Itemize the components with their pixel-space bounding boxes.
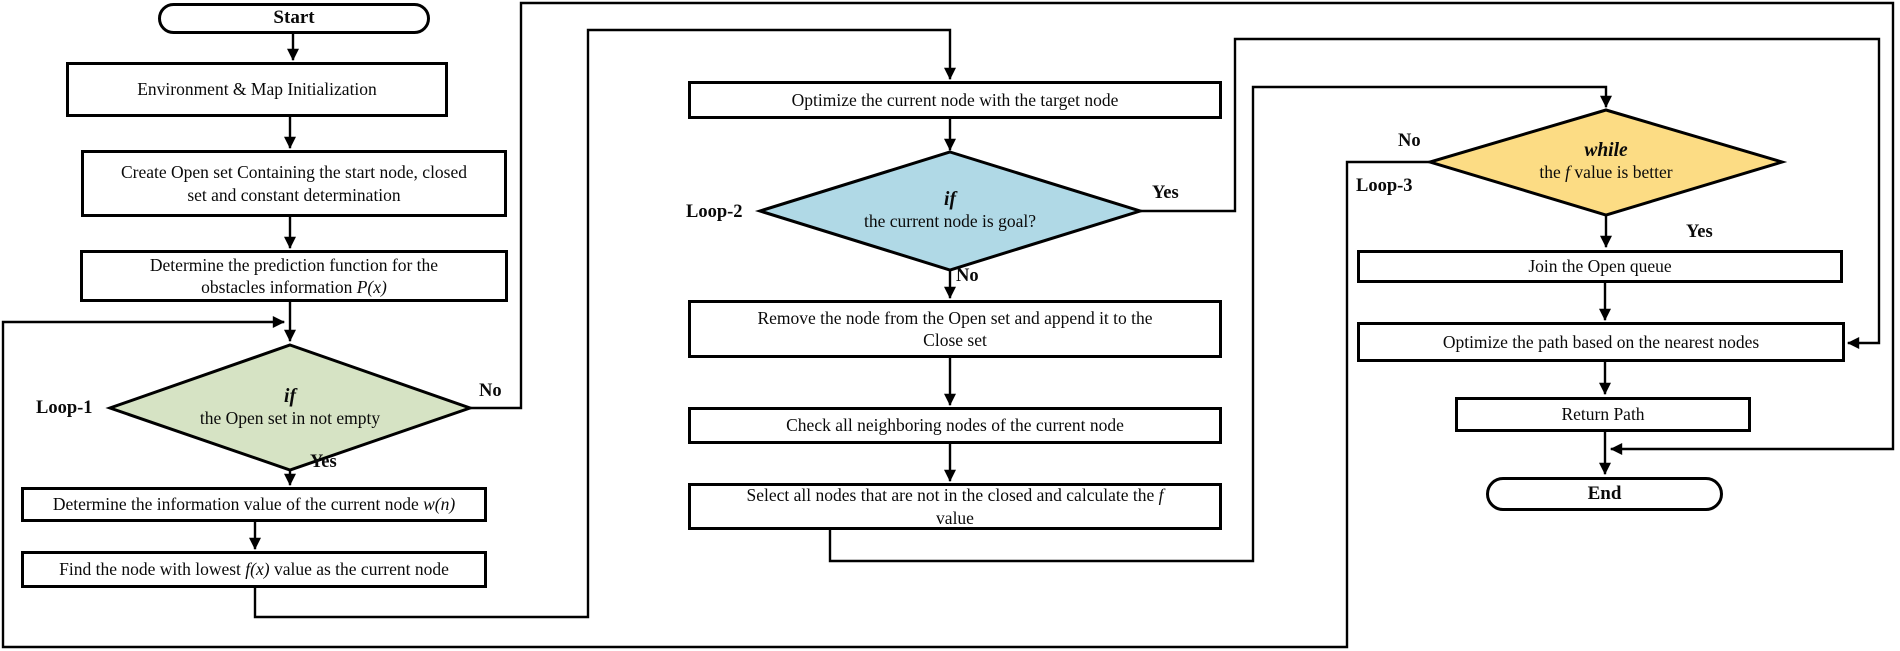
end-label: End [1587, 482, 1622, 504]
loop2-keyword: if [944, 188, 956, 210]
loop3-condition-before: the [1539, 162, 1566, 183]
optimize-current-node: Optimize the current node with the targe… [688, 81, 1222, 119]
connector-loop2-yes-to-optimizepath [1138, 37, 1881, 349]
connector-findlowest-to-optimizecurrent [253, 28, 956, 619]
return-path-node: Return Path [1455, 397, 1751, 432]
return-path-label: Return Path [1561, 404, 1645, 425]
loop3-condition-formula: f [1565, 162, 1571, 183]
connector-loop3-no-return-loop [1, 160, 1432, 649]
loop3-label: Loop-3 [1356, 176, 1413, 196]
information-value-text: Determine the information value of the c… [52, 494, 424, 515]
env-map-init-label: Environment & Map Initialization [137, 79, 377, 100]
loop1-keyword: if [284, 385, 296, 407]
loop2-condition: the current node is goal? [863, 211, 1037, 232]
check-neighbors-node: Check all neighboring nodes of the curre… [688, 407, 1222, 444]
start-node: Start [158, 3, 430, 34]
env-map-init-node: Environment & Map Initialization [66, 62, 448, 117]
create-open-set-line2: set and constant determination [187, 184, 401, 205]
loop2-yes-label: Yes [1152, 183, 1179, 203]
check-neighbors-label: Check all neighboring nodes of the curre… [786, 415, 1124, 436]
loop3-condition-after: value is better [1570, 162, 1673, 183]
optimize-path-label: Optimize the path based on the nearest n… [1442, 331, 1760, 352]
loop3-no-label: No [1398, 131, 1421, 151]
select-nodes-formula: f [1158, 485, 1164, 506]
select-nodes-line2: value [936, 507, 974, 528]
connector-select-to-loop3 [828, 85, 1612, 563]
remove-node-node: Remove the node from the Open set and ap… [688, 300, 1222, 358]
prediction-function-formula: P(x) [356, 277, 387, 297]
loop2-no-label: No [956, 266, 979, 286]
prediction-function-line2: obstacles information P(x) [201, 276, 387, 298]
select-nodes-node: Select all nodes that are not in the clo… [688, 483, 1222, 530]
loop1-label: Loop-1 [36, 398, 93, 418]
connector-loop1-no-to-end [468, 1, 1895, 455]
remove-node-line1: Remove the node from the Open set and ap… [757, 307, 1153, 328]
prediction-function-node: Determine the prediction function for th… [80, 250, 508, 302]
prediction-function-line1: Determine the prediction function for th… [149, 254, 439, 275]
optimize-path-node: Optimize the path based on the nearest n… [1357, 322, 1845, 362]
information-value-node: Determine the information value of the c… [21, 487, 487, 522]
remove-node-line2: Close set [923, 330, 987, 350]
information-value-formula: w(n) [423, 494, 456, 515]
loop2-label: Loop-2 [686, 202, 743, 222]
select-nodes-line1-text: Select all nodes that are not in the clo… [746, 485, 1159, 506]
start-label: Start [273, 7, 315, 29]
loop2-decision-diamond [754, 150, 1146, 272]
create-open-set-line1: Create Open set Containing the start nod… [120, 162, 468, 183]
loop3-keyword: while [1584, 139, 1628, 161]
loop1-no-label: No [479, 381, 502, 401]
find-lowest-formula: f(x) [245, 559, 270, 580]
loop2-decision-text: if the current node is goal? [820, 179, 1080, 241]
join-open-queue-node: Join the Open queue [1357, 250, 1843, 283]
loop1-decision-text: if the Open set in not empty [170, 374, 410, 440]
find-lowest-node: Find the node with lowest f(x) value as … [21, 551, 487, 588]
join-open-queue-label: Join the Open queue [1528, 256, 1672, 277]
create-open-set-node: Create Open set Containing the start nod… [81, 150, 507, 217]
end-node: End [1486, 477, 1723, 511]
loop1-decision-diamond [105, 343, 475, 472]
loop3-decision-diamond [1424, 108, 1788, 217]
prediction-function-line2-text: obstacles information [201, 277, 357, 297]
optimize-current-label: Optimize the current node with the targe… [791, 89, 1119, 110]
loop1-yes-label: Yes [310, 452, 337, 472]
find-lowest-text-after: value as the current node [269, 559, 449, 580]
loop3-yes-label: Yes [1686, 222, 1713, 242]
loop3-decision-text: while the f value is better [1486, 131, 1726, 191]
loop1-condition: the Open set in not empty [199, 408, 381, 429]
find-lowest-text-before: Find the node with lowest [59, 559, 246, 580]
